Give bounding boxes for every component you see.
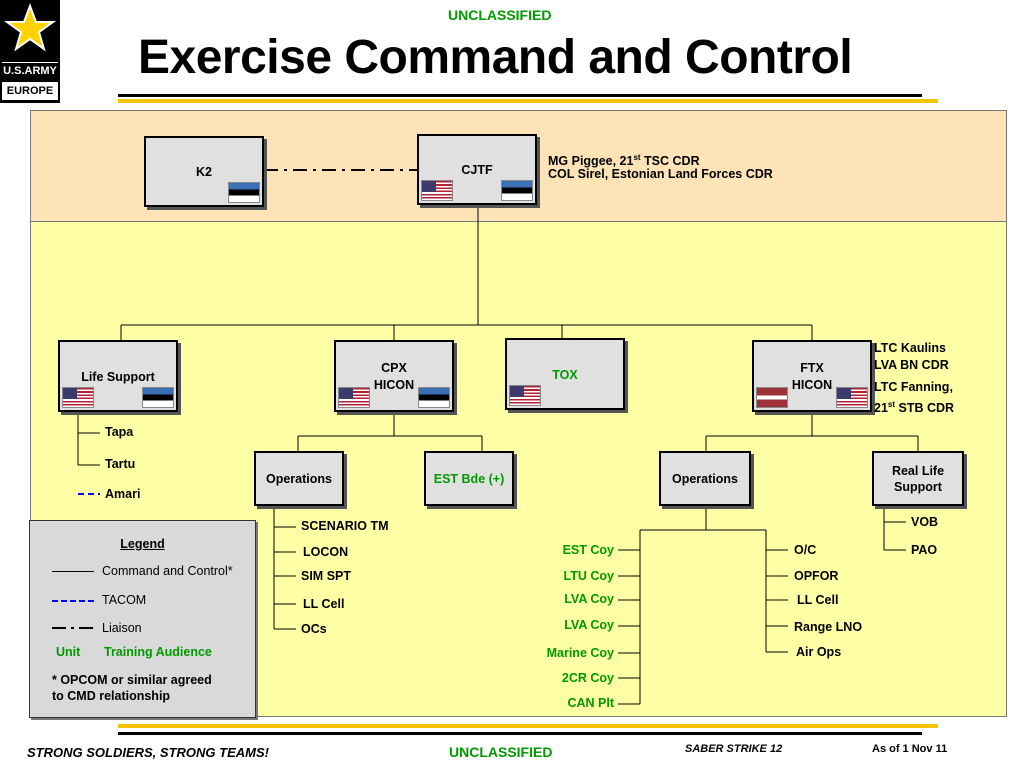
legend-label-unit: Unit [56,645,81,659]
cpx-item-ocs: OCs [301,622,327,636]
us-flag-icon [509,385,541,406]
legend-line-solid [52,571,94,572]
ftx-item-ll-cell: LL Cell [797,593,839,607]
title-rule-black [118,94,922,97]
ftx-item-range-lno: Range LNO [794,620,863,634]
life-support-item-tapa: Tapa [105,425,134,439]
ftx-label-line2: HICON [791,378,833,392]
cjtf-box: CJTF [417,134,537,205]
cpx-item-ll-cell: LL Cell [303,597,345,611]
real-life-item-vob: VOB [911,515,939,529]
training-unit-marine-coy: Marine Coy [546,646,614,660]
ftx-note-line1: LTC Kaulins [874,341,946,355]
estonia-flag-icon [501,180,533,201]
classification-bottom: UNCLASSIFIED [449,744,553,760]
k2-label: K2 [196,165,212,179]
cpx-label-line1: CPX [381,361,407,375]
training-unit-lva-coy-1: LVA Coy [564,592,614,606]
cpx-item-scenario-tm: SCENARIO TM [301,519,389,533]
life-support-item-amari: Amari [105,487,141,501]
life-support-item-tartu: Tartu [105,457,136,471]
us-flag-icon [338,387,370,408]
cpx-item-locon: LOCON [303,545,349,559]
us-flag-icon [62,387,94,408]
latvia-flag-icon [756,387,788,408]
legend-title: Legend [120,537,165,551]
legend-label-training: Training Audience [104,645,212,659]
operations-left-box: Operations [254,451,344,506]
real-life-support-box: Real Life Support [872,451,964,506]
training-unit-est-coy: EST Coy [562,543,614,557]
real-life-label-line1: Real Life [891,463,945,478]
ftx-note-line2: LVA BN CDR [874,358,949,372]
legend-note-line2: to CMD relationship [52,689,171,703]
legend-line-dashed [52,600,94,602]
estonia-flag-icon [228,182,260,203]
footer-rule-gold [118,724,938,728]
cjtf-note-line2: COL Sirel, Estonian Land Forces CDR [548,167,773,181]
logo-text-usarmy: U.S.ARMY [2,62,58,80]
legend-box: Legend Command and Control* TACOM Liaiso… [29,520,256,718]
cpx-label-line2: HICON [373,378,415,392]
us-flag-icon [421,180,453,201]
legend-note-line1: * OPCOM or similar agreed [52,673,212,687]
ftx-note-line4: 21st STB CDR [874,400,955,416]
legend-label-tacom: TACOM [102,593,147,607]
ftx-hicon-box: FTX HICON [752,340,872,412]
life-support-box: Life Support [58,340,178,412]
tox-label: TOX [552,368,578,382]
classification-top: UNCLASSIFIED [448,7,552,23]
training-unit-2cr-coy: 2CR Coy [561,671,614,685]
ftx-label-line1: FTX [800,361,824,375]
ftx-item-opfor: OPFOR [794,569,839,583]
estonia-flag-icon [142,387,174,408]
army-europe-logo: U.S.ARMY EUROPE [0,0,60,103]
training-unit-lva-coy-2: LVA Coy [564,618,614,632]
title-rule-gold [118,99,938,103]
logo-text-europe: EUROPE [2,82,58,100]
training-unit-ltu-coy: LTU Coy [563,569,614,583]
cpx-hicon-box: CPX HICON [334,340,454,412]
footer-exercise: SABER STRIKE 12 [685,743,783,755]
footer-rule-black [118,732,922,735]
tox-box: TOX [505,338,625,410]
star-icon [3,3,57,52]
training-unit-can-plt: CAN Plt [567,696,614,710]
ftx-item-oc: O/C [794,543,817,557]
real-life-label-line2: Support [894,479,942,494]
legend-line-dashdot [52,627,94,629]
us-flag-icon [836,387,868,408]
life-support-label: Life Support [81,370,155,384]
estonia-flag-icon [418,387,450,408]
est-bde-box: EST Bde (+) [424,451,514,506]
legend-label-liaison: Liaison [102,621,142,635]
operations-right-box: Operations [659,451,751,506]
k2-box: K2 [144,136,264,207]
cpx-item-sim-spt: SIM SPT [301,569,352,583]
ftx-note-line3: LTC Fanning, [874,380,953,394]
real-life-item-pao: PAO [911,543,938,557]
page-title: Exercise Command and Control [138,31,853,84]
cjtf-label: CJTF [461,163,493,177]
legend-label-command: Command and Control* [102,564,233,578]
footer-as-of: As of 1 Nov 11 [872,743,948,755]
footer-motto: STRONG SOLDIERS, STRONG TEAMS! [27,745,269,760]
cjtf-note-line1: MG Piggee, 21st TSC CDR [548,153,700,169]
ftx-item-air-ops: Air Ops [796,645,842,659]
